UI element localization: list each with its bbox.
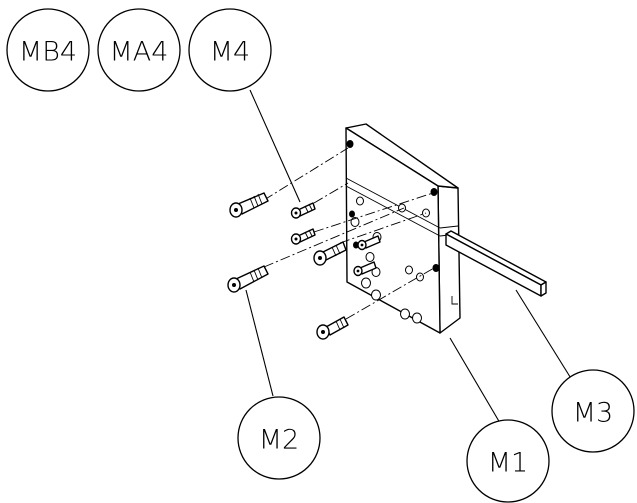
screw-m2-upper xyxy=(229,192,269,218)
screw-m2-bottom xyxy=(316,316,349,340)
screw-ma4 xyxy=(290,228,316,245)
callout-m3: M3 xyxy=(551,369,635,453)
callout-m4: M4 xyxy=(188,8,272,92)
screw-small-plate-lower xyxy=(353,261,377,277)
callout-mb4-label: MB4 xyxy=(19,37,77,68)
mounting-plate-m1 xyxy=(345,123,461,334)
key-bar-m3 xyxy=(445,230,547,297)
callout-ma4: MA4 xyxy=(97,8,181,92)
leader-lines xyxy=(245,89,573,424)
callout-mb4: MB4 xyxy=(6,8,90,92)
callout-m2-label: M2 xyxy=(259,425,299,456)
callout-m1: M1 xyxy=(466,419,550,503)
screw-small-plate-upper xyxy=(357,235,381,251)
assembly-axis-lines xyxy=(263,147,437,320)
callout-m1-label: M1 xyxy=(488,448,528,479)
callout-m4-label: M4 xyxy=(210,37,250,68)
screw-m4-top xyxy=(290,202,316,219)
callout-m3-label: M3 xyxy=(573,398,613,429)
callout-ma4-label: MA4 xyxy=(110,37,169,68)
callout-m2: M2 xyxy=(237,396,321,480)
screw-mb4-center xyxy=(313,241,347,266)
screw-m2-lower xyxy=(227,265,269,293)
